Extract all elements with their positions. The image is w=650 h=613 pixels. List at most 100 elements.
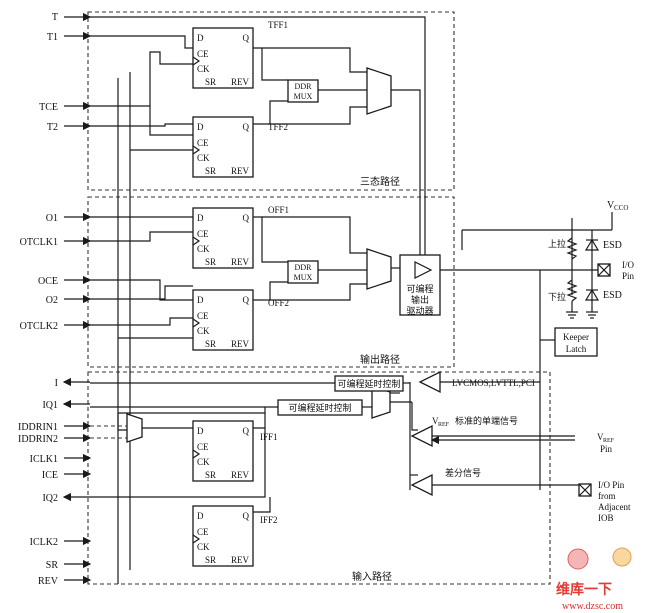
- svg-text:REF: REF: [603, 438, 615, 444]
- label-t2: T2: [47, 122, 58, 133]
- label-o2: O2: [46, 295, 58, 306]
- pin-d: D: [197, 426, 204, 436]
- io-pin-label-2: Pin: [622, 271, 635, 281]
- pin-ck: CK: [197, 542, 210, 552]
- differential-label: 差分信号: [445, 467, 481, 479]
- pin-sr: SR: [205, 77, 216, 87]
- adjacent-pin-label: I/O Pin from Adjacent IOB: [598, 480, 631, 523]
- pin-q: Q: [243, 33, 250, 43]
- pin-ck: CK: [197, 326, 210, 336]
- left-labels: T T1 TCE T2 O1 OTCLK1 OCE O2 OTCLK2 I IQ…: [18, 12, 59, 587]
- iddr-mux: [126, 413, 143, 443]
- svg-text:V: V: [597, 432, 604, 442]
- svg-text:Adjacent: Adjacent: [598, 502, 631, 512]
- output-region-label: 输出路径: [360, 353, 400, 366]
- ddr-mux-bottom: DDR MUX: [287, 260, 319, 284]
- pin-ce: CE: [197, 527, 209, 537]
- flipflop-label-tff1: TFF1: [268, 20, 288, 30]
- pin-rev: REV: [231, 166, 250, 176]
- ddr-mux-top: DDR MUX: [287, 79, 319, 103]
- svg-text:标准的单端信号: 标准的单端信号: [455, 415, 518, 427]
- esd-diode-top: [584, 238, 600, 251]
- svg-text:MUX: MUX: [294, 92, 313, 101]
- esd-label-top: ESD: [603, 240, 622, 251]
- label-oce: OCE: [38, 276, 58, 287]
- svg-text:Latch: Latch: [566, 344, 587, 354]
- label-iq2: IQ2: [42, 493, 58, 504]
- vref-pin-label: V REF Pin: [597, 432, 615, 454]
- pin-rev: REV: [231, 555, 250, 565]
- left-signal-lines: [62, 12, 92, 585]
- pin-d: D: [197, 511, 204, 521]
- svg-text:V: V: [432, 416, 439, 426]
- pin-rev: REV: [231, 339, 250, 349]
- svg-text:Keeper: Keeper: [563, 332, 589, 342]
- label-rev: REV: [38, 576, 59, 587]
- output-mux: [366, 248, 392, 290]
- label-iddrin1: IDDRIN1: [18, 422, 58, 433]
- svg-text:DDR: DDR: [295, 263, 313, 272]
- pin-ck: CK: [197, 244, 210, 254]
- svg-text:REF: REF: [438, 422, 450, 428]
- label-ice: ICE: [42, 470, 58, 481]
- label-otclk2: OTCLK2: [20, 321, 58, 332]
- label-tce: TCE: [39, 102, 58, 113]
- flipflop-label-tff2: TFF2: [268, 122, 288, 132]
- pin-q: Q: [243, 122, 250, 132]
- input-path-wiring: [90, 381, 579, 513]
- pin-d: D: [197, 122, 204, 132]
- programmable-output-driver: 可编程 输出 驱动器: [399, 254, 441, 317]
- pin-sr: SR: [205, 470, 216, 480]
- pad-wiring: [409, 212, 613, 490]
- input-region-label: 输入路径: [352, 570, 392, 583]
- pin-sr: SR: [205, 555, 216, 565]
- pin-ck: CK: [197, 64, 210, 74]
- svg-text:Pin: Pin: [600, 444, 613, 454]
- pin-ce: CE: [197, 49, 209, 59]
- esd-diode-bottom: [584, 288, 600, 301]
- svg-text:驱动器: 驱动器: [406, 306, 433, 317]
- pulldown-label: 下拉: [548, 291, 566, 303]
- pin-ce: CE: [197, 229, 209, 239]
- input-standard-label: LVCMOS,LVTTL,PCI: [452, 378, 535, 388]
- pin-ck: CK: [197, 153, 210, 163]
- svg-text:DDR: DDR: [295, 82, 313, 91]
- label-iclk2: ICLK2: [30, 537, 58, 548]
- svg-text:V: V: [607, 200, 615, 211]
- ground-symbol: [566, 301, 598, 319]
- pin-rev: REV: [231, 470, 250, 480]
- pin-sr: SR: [205, 339, 216, 349]
- pin-q: Q: [243, 426, 250, 436]
- delay-control-1: 可编程延时控制: [334, 375, 404, 392]
- tristate-wiring: [90, 16, 426, 584]
- pin-q: Q: [243, 511, 250, 521]
- delay-control-2: 可编程延时控制: [277, 399, 363, 416]
- flipflop-label-off2: OFF2: [268, 298, 289, 308]
- esd-label-bottom: ESD: [603, 290, 622, 301]
- vref-single-label: V REF 标准的单端信号: [432, 415, 518, 428]
- label-t1: T1: [47, 32, 58, 43]
- svg-text:可编程延时控制: 可编程延时控制: [337, 378, 400, 390]
- watermark: 维库一下 www.dzsc.com: [556, 547, 632, 612]
- flipflop-label-off1: OFF1: [268, 205, 289, 215]
- pin-q: Q: [243, 295, 250, 305]
- pullup-resistor: [566, 237, 578, 260]
- label-o1: O1: [46, 213, 58, 224]
- tristate-region-label: 三态路径: [360, 175, 400, 188]
- label-iddrin2: IDDRIN2: [18, 434, 58, 445]
- pin-sr: SR: [205, 166, 216, 176]
- output-wiring: [90, 216, 400, 339]
- svg-text:I/O Pin: I/O Pin: [598, 480, 625, 490]
- svg-text:CCO: CCO: [614, 204, 628, 212]
- input-buffer-diff: [410, 473, 433, 497]
- label-iclk1: ICLK1: [30, 454, 58, 465]
- watermark-url: www.dzsc.com: [562, 601, 623, 612]
- svg-text:from: from: [598, 491, 616, 501]
- pin-d: D: [197, 33, 204, 43]
- input-buffer-vref: [410, 424, 433, 448]
- flipflop-label-iff1: IFF1: [260, 432, 278, 442]
